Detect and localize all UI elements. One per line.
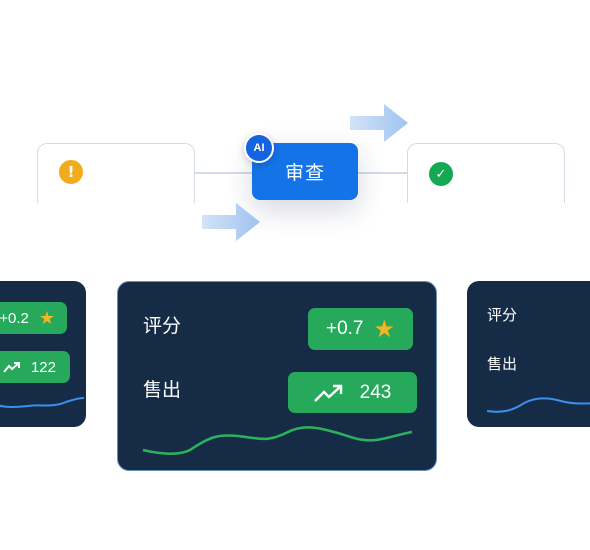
warning-icon: !: [59, 160, 83, 184]
sales-label: 售出: [487, 355, 518, 373]
arrow-right-icon: [350, 104, 408, 142]
sales-value: 243: [359, 381, 392, 403]
ai-badge-label: AI: [253, 142, 265, 154]
sparkline-left: [0, 397, 85, 408]
pending-step-box: [37, 143, 195, 203]
connector-line-right: [358, 172, 407, 174]
rating-value: +0.7: [325, 318, 364, 339]
sales-value: 122: [30, 358, 56, 376]
product-card-left: +0.2 ★ 122: [0, 281, 86, 427]
trending-up-icon: [3, 362, 20, 373]
arrow-right-icon: [202, 203, 260, 241]
connector-line-left: [195, 172, 252, 174]
star-icon: ★: [38, 307, 55, 328]
rating-value: +0.2: [0, 309, 29, 327]
product-card-center: 评分 +0.7 ★ 售出 243: [117, 281, 437, 471]
sales-pill: 243: [288, 372, 417, 413]
product-card-right: 评分 售出: [467, 281, 590, 427]
sales-pill: 122: [0, 351, 70, 383]
sales-label: 售出: [143, 379, 182, 401]
rating-pill: +0.2 ★: [0, 302, 67, 334]
rating-label: 评分: [487, 306, 518, 324]
star-icon: ★: [373, 315, 396, 343]
check-icon: ✓: [429, 162, 453, 186]
fade-mask: [408, 181, 564, 203]
rating-label: 评分: [143, 315, 182, 337]
rating-pill: +0.7 ★: [308, 308, 413, 350]
trending-up-icon: [313, 384, 342, 402]
sparkline-right: [486, 397, 590, 413]
sparkline-center: [142, 426, 413, 455]
ai-badge: AI: [244, 133, 274, 163]
fade-mask: [38, 181, 194, 203]
review-button-label: 审查: [284, 162, 325, 184]
